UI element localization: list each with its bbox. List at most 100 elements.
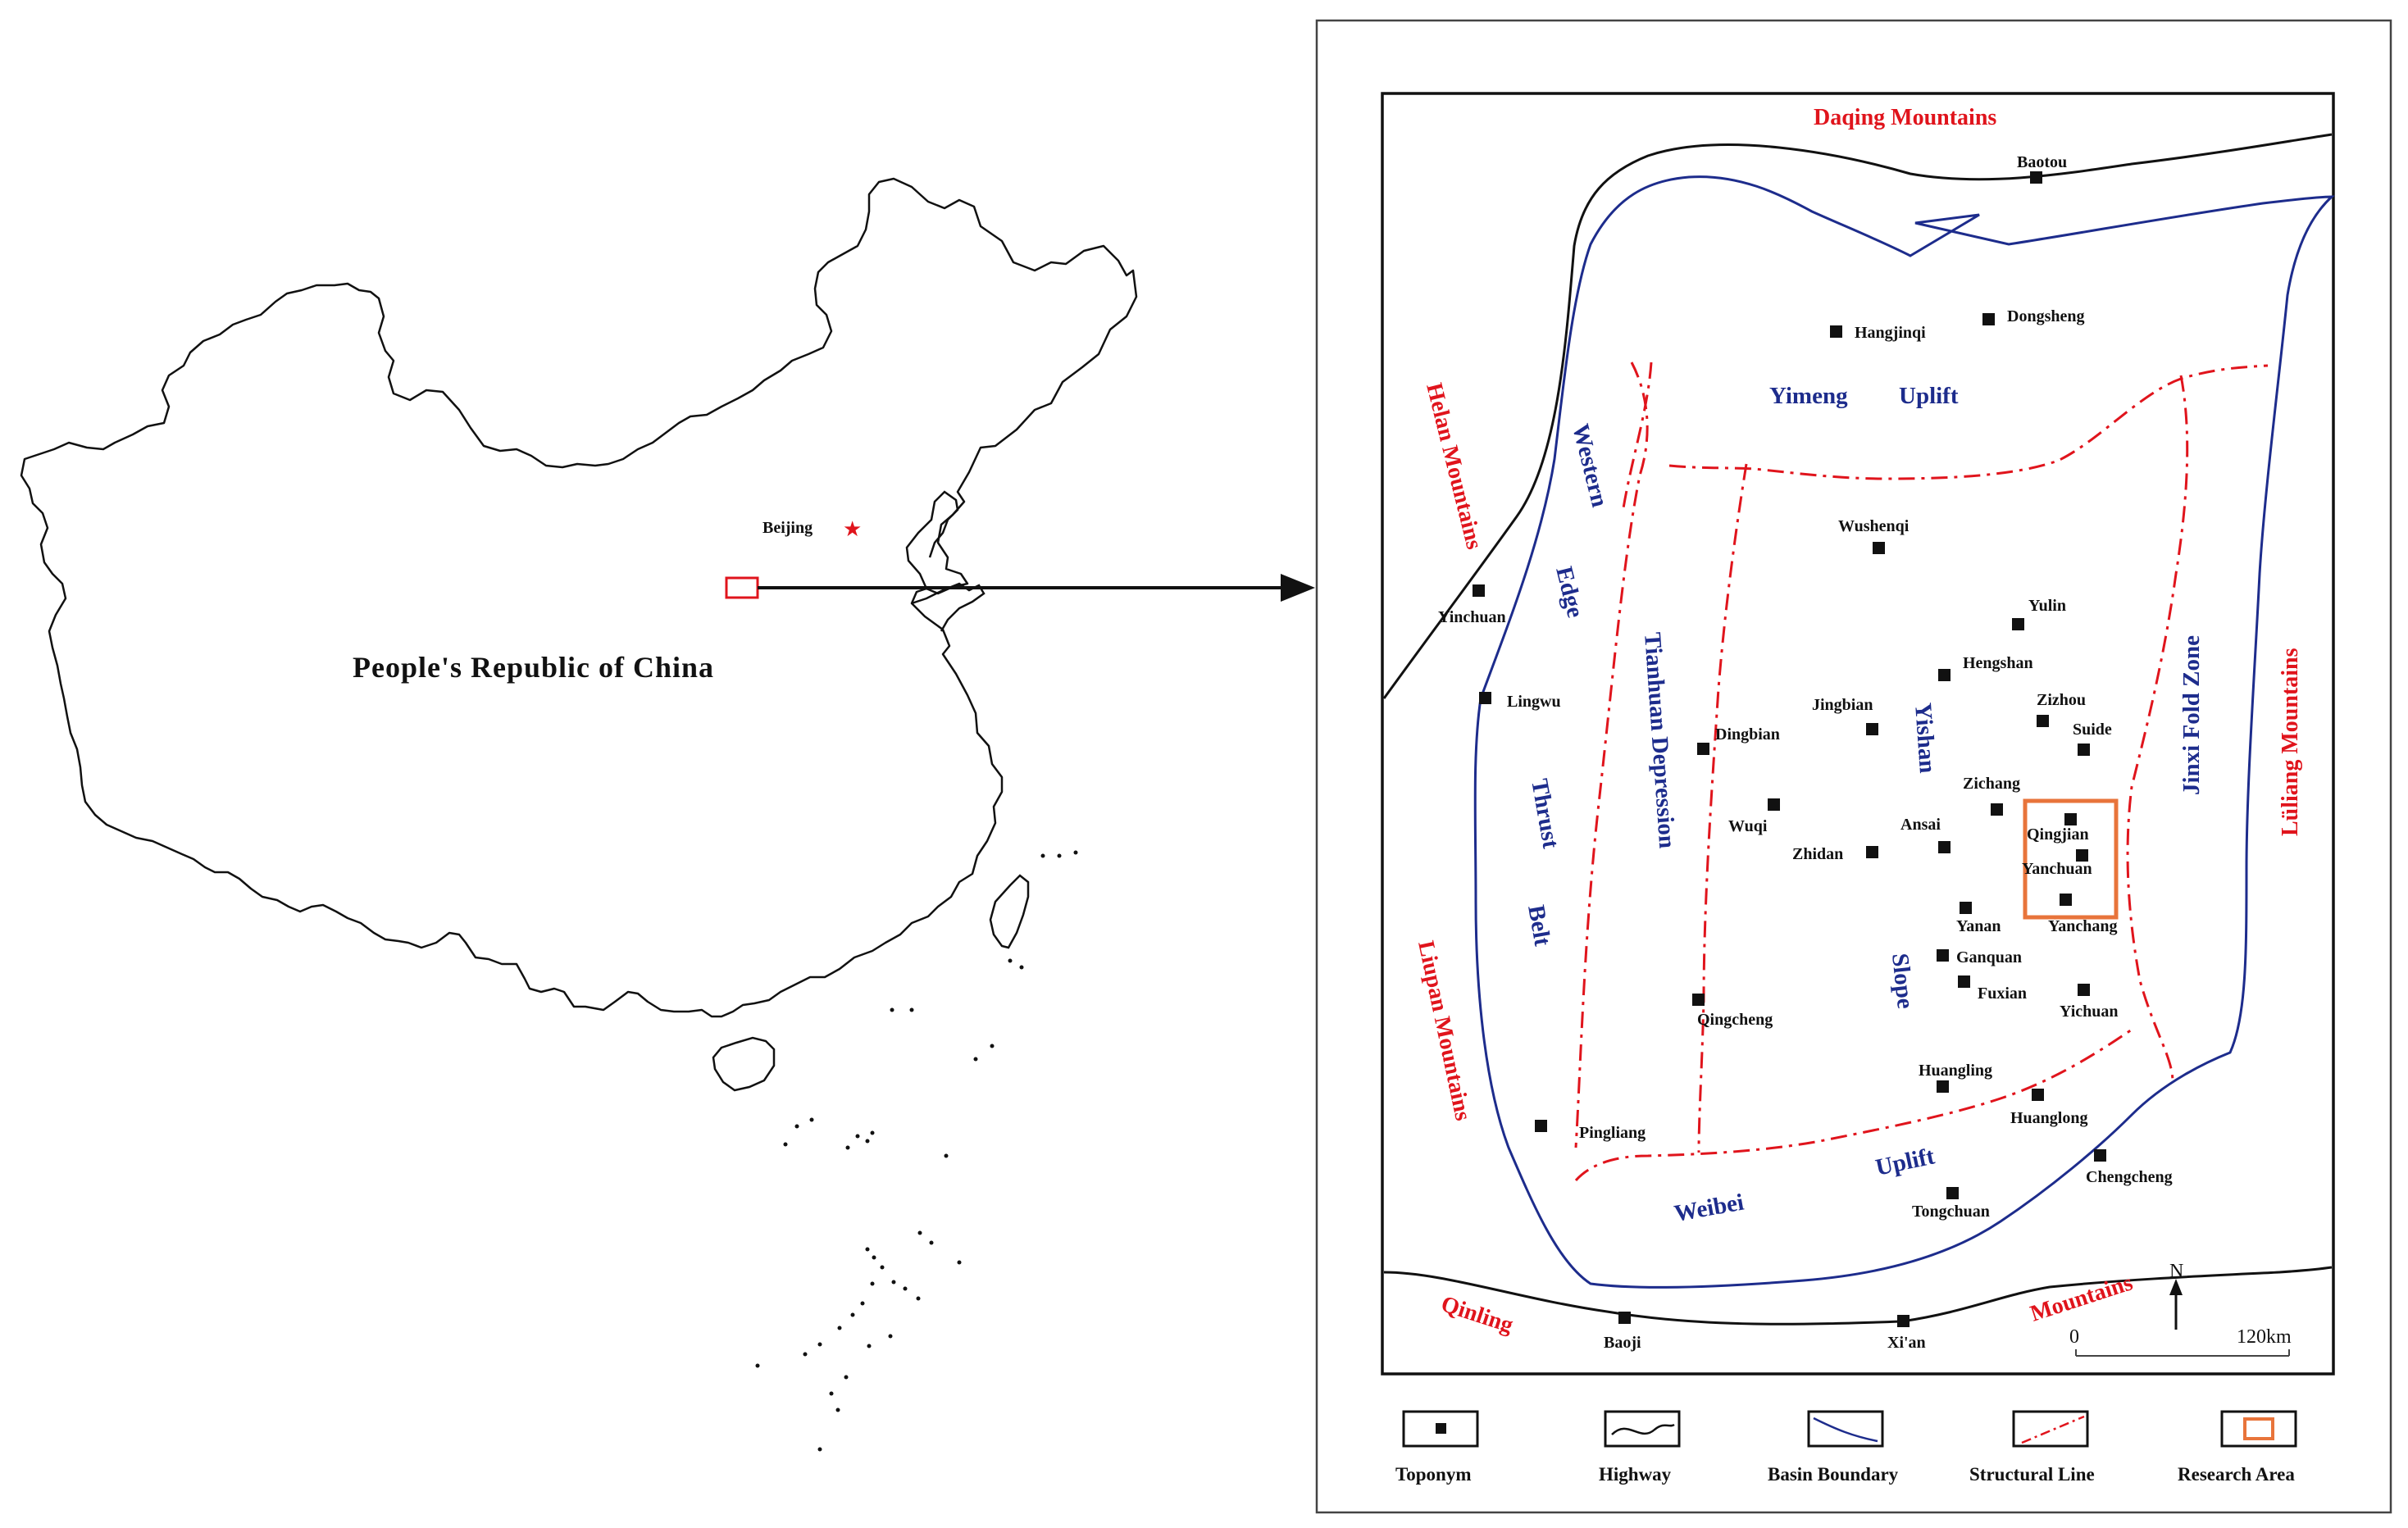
china-map: People's Republic of China Beijing ★ [20, 177, 1315, 1452]
highway-south [1383, 1266, 2333, 1326]
toponym-yinchuan: Yinchuan [1438, 608, 1506, 626]
square-marker-icon [2037, 715, 2049, 727]
toponym-wuqi: Wuqi [1728, 817, 1768, 835]
square-marker-icon [2078, 744, 2090, 756]
square-marker-icon [2032, 1089, 2044, 1101]
square-marker-icon [1873, 542, 1885, 554]
toponym-qingjian: Qingjian [2027, 825, 2089, 844]
toponym-tongchuan: Tongchuan [1912, 1203, 1990, 1221]
square-marker-icon [2076, 849, 2088, 862]
label-thrust: Thrust [1526, 777, 1564, 851]
mountain-labels: Daqing Mountains Helan Mountains Liupan … [1413, 105, 2303, 1339]
label-weibei: Weibei [1673, 1189, 1746, 1227]
square-marker-icon [1958, 975, 1970, 988]
toponym-ansai: Ansai [1900, 816, 1941, 834]
toponym-lingwu: Lingwu [1507, 693, 1561, 711]
square-marker-icon [1937, 949, 1949, 962]
square-marker-icon [1768, 798, 1780, 811]
legend-structural-line-label: Structural Line [1969, 1464, 2095, 1485]
capital-label: Beijing [762, 519, 813, 537]
label-yimeng-uplift: Uplift [1899, 383, 1959, 409]
country-label: People's Republic of China [353, 651, 714, 684]
label-weibei-uplift: Uplift [1873, 1143, 1937, 1180]
label-jinxi-fold-zone: Jinxi Fold Zone [2178, 635, 2205, 795]
label-belt: Belt [1523, 903, 1555, 948]
taiwan-island [989, 874, 1030, 949]
square-marker-icon [1982, 313, 1995, 325]
label-helan-mountains: Helan Mountains [1421, 380, 1486, 552]
square-marker-icon [2094, 1149, 2106, 1162]
square-marker-icon [1436, 1423, 1446, 1434]
locator-box [725, 576, 759, 599]
toponym-wushenqi: Wushenqi [1838, 517, 1910, 535]
label-mountains: Mountains [2028, 1270, 2137, 1326]
square-marker-icon [1960, 902, 1972, 914]
square-marker-icon [2012, 618, 2024, 630]
square-marker-icon [1535, 1120, 1547, 1132]
toponym-baoji: Baoji [1604, 1334, 1641, 1352]
star-icon: ★ [843, 517, 862, 541]
china-outline [20, 177, 1138, 1018]
square-marker-icon [1897, 1315, 1910, 1327]
toponym-ganquan: Ganquan [1956, 948, 2022, 966]
toponym-baotou: Baotou [2017, 153, 2067, 171]
toponym-yulin: Yulin [2028, 597, 2066, 615]
square-marker-icon [2078, 984, 2090, 996]
square-marker-icon [2060, 894, 2072, 906]
legend-structural-line: Structural Line [1969, 1410, 2095, 1485]
toponyms: Baotou Hangjinqi Dongsheng Wushenqi Yinc… [1438, 153, 2173, 1352]
highway-north [1382, 133, 2333, 699]
pointer-arrow-head [1281, 574, 1315, 602]
toponym-xian: Xi'an [1887, 1334, 1926, 1352]
toponym-dingbian: Dingbian [1715, 725, 1780, 744]
legend-basin-boundary: Basin Boundary [1768, 1410, 1899, 1485]
square-marker-icon [1830, 325, 1842, 338]
toponym-yichuan: Yichuan [2060, 1003, 2119, 1021]
label-daqing-mountains: Daqing Mountains [1814, 105, 1996, 130]
toponym-chengcheng: Chengcheng [2086, 1168, 2173, 1186]
square-marker-icon [1946, 1187, 1959, 1199]
bohai-coast [905, 490, 959, 589]
legend-highway: Highway [1599, 1410, 1681, 1485]
toponym-zichang: Zichang [1963, 775, 2020, 793]
outer-frame [1315, 19, 2392, 1514]
label-yishan: Yishan [1910, 702, 1941, 774]
legend-basin-boundary-label: Basin Boundary [1768, 1464, 1899, 1485]
toponym-hangjinqi: Hangjinqi [1855, 324, 1926, 342]
toponym-zhidan: Zhidan [1792, 845, 1843, 863]
square-marker-icon [1618, 1312, 1631, 1324]
square-marker-icon [1938, 841, 1951, 853]
toponym-yanan: Yanan [1956, 917, 2001, 935]
scale-bar: 0 120km [2069, 1326, 2292, 1357]
north-label: N [2169, 1261, 2183, 1282]
square-marker-icon [2030, 171, 2042, 184]
toponym-jingbian: Jingbian [1812, 696, 1873, 714]
square-marker-icon [1938, 669, 1951, 681]
toponym-yanchuan: Yanchuan [2022, 860, 2092, 878]
square-marker-icon [1991, 803, 2003, 816]
legend-highway-label: Highway [1599, 1464, 1672, 1485]
legend: Toponym Highway Basin Boundary Structura… [1395, 1410, 2297, 1485]
structure-labels: Yimeng Uplift Western Edge Thrust Belt T… [1523, 383, 2205, 1227]
north-arrow-icon: N [2169, 1261, 2183, 1330]
toponym-yanchang: Yanchang [2048, 917, 2117, 935]
label-liupan-mountains: Liupan Mountains [1413, 939, 1476, 1123]
map-frame [1381, 92, 2335, 1376]
toponym-dongsheng: Dongsheng [2007, 307, 2084, 325]
square-marker-icon [1473, 584, 1485, 597]
label-slope: Slope [1887, 952, 1919, 1010]
toponym-zizhou: Zizhou [2037, 691, 2086, 709]
square-marker-icon [1937, 1080, 1949, 1093]
legend-toponym-label: Toponym [1395, 1464, 1471, 1485]
legend-research-area: Research Area [2178, 1410, 2297, 1485]
scale-start: 0 [2069, 1326, 2079, 1348]
square-marker-icon [1866, 846, 1878, 858]
structural-lines [1574, 362, 2269, 1182]
basin-map: Baotou Hangjinqi Dongsheng Wushenqi Yinc… [1315, 19, 2392, 1514]
shandong-coast [911, 582, 986, 632]
square-marker-icon [1866, 723, 1878, 735]
toponym-fuxian: Fuxian [1978, 985, 2027, 1003]
label-luliang-mountains: Lüliang Mountains [2278, 648, 2303, 836]
square-marker-icon [1479, 692, 1491, 704]
